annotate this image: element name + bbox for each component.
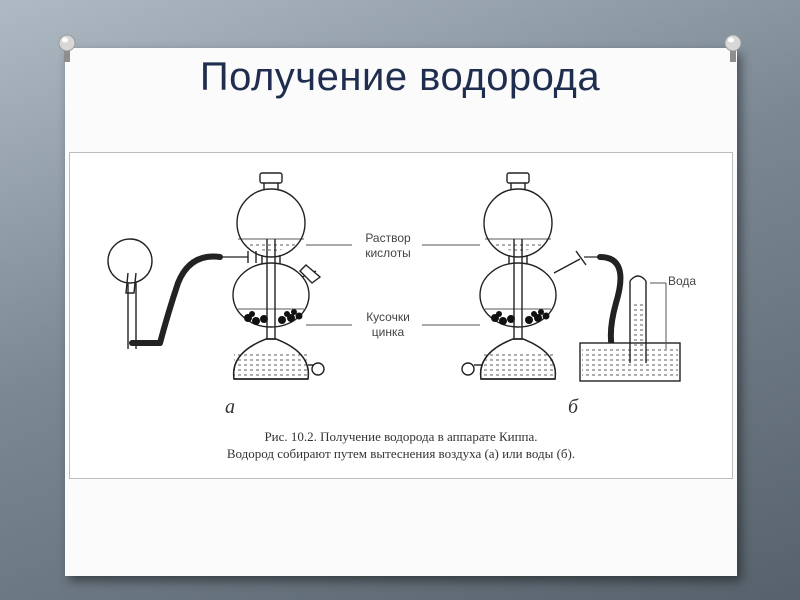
- pushpin-icon-right: [724, 34, 742, 62]
- label-zinc-line2: цинка: [372, 325, 405, 339]
- zinc-pieces-b: [491, 309, 550, 325]
- subfigure-label-b: б: [568, 396, 579, 418]
- leader-lines: [306, 244, 667, 349]
- zinc-pieces-a: [244, 309, 303, 325]
- label-zinc-line1: Кусочки: [366, 310, 410, 324]
- kipp-apparatus-a: [107, 172, 325, 380]
- label-water: Вода: [668, 274, 696, 288]
- kipp-apparatus-b: [461, 172, 681, 382]
- slide-title: Получение водорода: [199, 55, 601, 99]
- label-acid-line2: кислоты: [365, 246, 411, 260]
- label-acid-line1: Раствор: [365, 231, 411, 245]
- pushpin-icon-left: [58, 34, 76, 62]
- figure-caption-line2: Водород собирают путем вытеснения воздух…: [227, 446, 575, 461]
- subfigure-label-a: а: [225, 396, 235, 418]
- kipp-apparatus-figure: Раствор кислоты Кусочки цинка Вода а б Р…: [69, 152, 733, 479]
- figure-caption-line1: Рис. 10.2. Получение водорода в аппарате…: [264, 429, 537, 444]
